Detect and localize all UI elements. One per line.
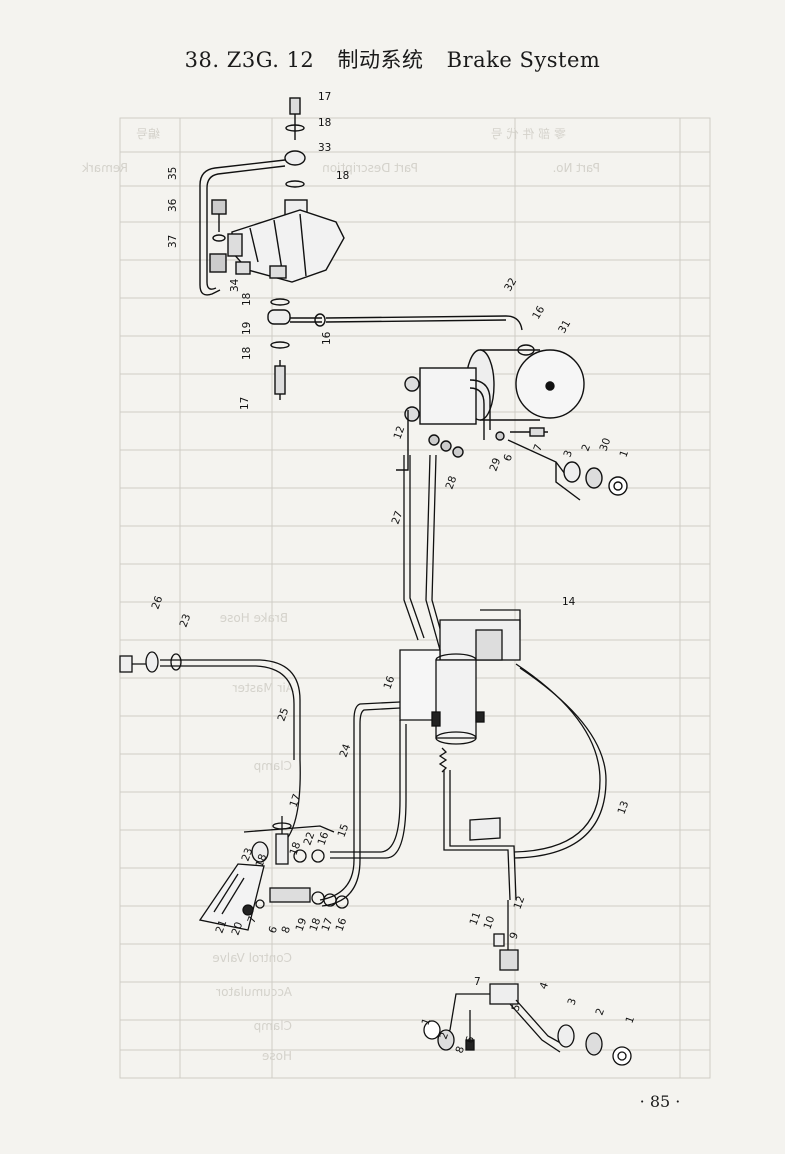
callout-21: 21 (214, 918, 230, 935)
callout-7: 7 (246, 915, 260, 925)
title-code: 38. Z3G. 12 (184, 48, 315, 72)
callout-1: 1 (618, 449, 632, 459)
callout-37: 37 (167, 235, 179, 248)
callout-14: 14 (562, 596, 576, 608)
bleed-through-label: Remark (82, 161, 128, 175)
callout-17: 17 (320, 916, 336, 933)
callout-2: 2 (438, 1031, 452, 1041)
callout-33: 33 (318, 142, 331, 154)
callout-12: 12 (512, 894, 528, 911)
callout-22: 22 (302, 830, 318, 847)
bleed-through-label: 零 部 件 代 号 (491, 126, 566, 141)
bleed-through-label: Control Valve (212, 951, 292, 965)
callout-17: 17 (288, 792, 304, 809)
callout-11: 11 (468, 910, 484, 927)
bleed-through-label: Hose (262, 1049, 292, 1063)
brake-valve-assembly (199, 97, 523, 400)
callout-25: 25 (276, 706, 292, 723)
callout-18: 18 (336, 170, 349, 182)
page-number: · 85 · (639, 1092, 681, 1111)
callout-12: 12 (392, 424, 408, 441)
callout-18: 18 (241, 347, 253, 360)
bleed-through-label: Part Description (322, 161, 418, 175)
callout-5: 5 (510, 1003, 524, 1013)
callout-8: 8 (454, 1045, 468, 1055)
callout-32: 32 (502, 276, 519, 294)
callout-18: 18 (308, 916, 324, 933)
callout-31: 31 (556, 318, 573, 336)
callout-23: 23 (178, 612, 194, 629)
callout-18: 18 (318, 117, 331, 129)
bleed-through-table (119, 117, 711, 1079)
callout-6: 6 (267, 924, 281, 935)
callout-27: 27 (390, 509, 406, 526)
callout-35: 35 (167, 167, 179, 180)
callout-4: 4 (538, 980, 552, 991)
pipe-network (119, 454, 607, 907)
bleed-through-label: Part No. (553, 161, 600, 175)
callout-34: 34 (229, 278, 241, 292)
callout-6: 6 (464, 1034, 478, 1045)
callout-20: 20 (230, 920, 246, 937)
callout-18: 18 (288, 840, 304, 857)
callout-17: 17 (239, 397, 251, 410)
callout-16: 16 (321, 331, 333, 345)
callout-10: 10 (482, 914, 498, 931)
title-english: Brake System (446, 48, 601, 72)
callout-16: 16 (334, 916, 350, 933)
callout-19: 19 (241, 322, 253, 335)
callout-19: 19 (294, 916, 310, 933)
bleed-through-label: Clamp (254, 759, 292, 773)
callout-16: 16 (316, 830, 332, 847)
callout-3: 3 (562, 449, 576, 459)
callout-2: 2 (580, 443, 594, 453)
callout-2: 2 (594, 1007, 608, 1017)
bleed-through-label: Brake Hose (220, 611, 288, 625)
callout-3: 3 (566, 997, 580, 1007)
pedal-assembly (198, 816, 349, 931)
bleed-through-label: Clamp (254, 1019, 292, 1033)
bleed-through-label: Air Master (233, 681, 294, 695)
callout-23: 23 (240, 846, 256, 863)
callout-18: 18 (254, 852, 270, 869)
callout-30: 30 (598, 436, 614, 453)
callout-1: 1 (624, 1015, 638, 1025)
callout-7: 7 (474, 976, 481, 988)
callout-29: 29 (488, 456, 504, 473)
callout-16: 16 (382, 674, 398, 691)
callout-17: 17 (318, 91, 331, 103)
callout-18: 18 (241, 293, 253, 306)
part-number-callouts: 1718331835363734181918161732163112296732… (150, 91, 638, 1055)
bleed-through-label: 编号 (136, 126, 160, 141)
callout-24: 24 (338, 742, 354, 759)
callout-13: 13 (616, 799, 632, 816)
callout-26: 26 (150, 594, 166, 611)
lower-valve-assembly (423, 900, 632, 1066)
callout-16: 16 (530, 304, 547, 322)
callout-8: 8 (280, 925, 294, 935)
callout-7: 7 (532, 443, 546, 453)
bleed-through-text: 编号 零 部 件 代 号 Part No. Remark Part Descriptio… (82, 126, 600, 1063)
title-chinese: 制动系统 (337, 48, 424, 72)
page-title: 38. Z3G. 12 制动系统 Brake System (0, 44, 785, 74)
callout-15: 15 (336, 822, 352, 839)
callout-36: 36 (167, 198, 179, 212)
callout-1: 1 (420, 1017, 434, 1027)
bleed-through-label: Accumulator (216, 985, 292, 999)
air-tank-and-frame (396, 344, 628, 501)
callout-9: 9 (508, 931, 522, 941)
callout-28: 28 (444, 474, 460, 491)
callout-6: 6 (502, 452, 516, 463)
